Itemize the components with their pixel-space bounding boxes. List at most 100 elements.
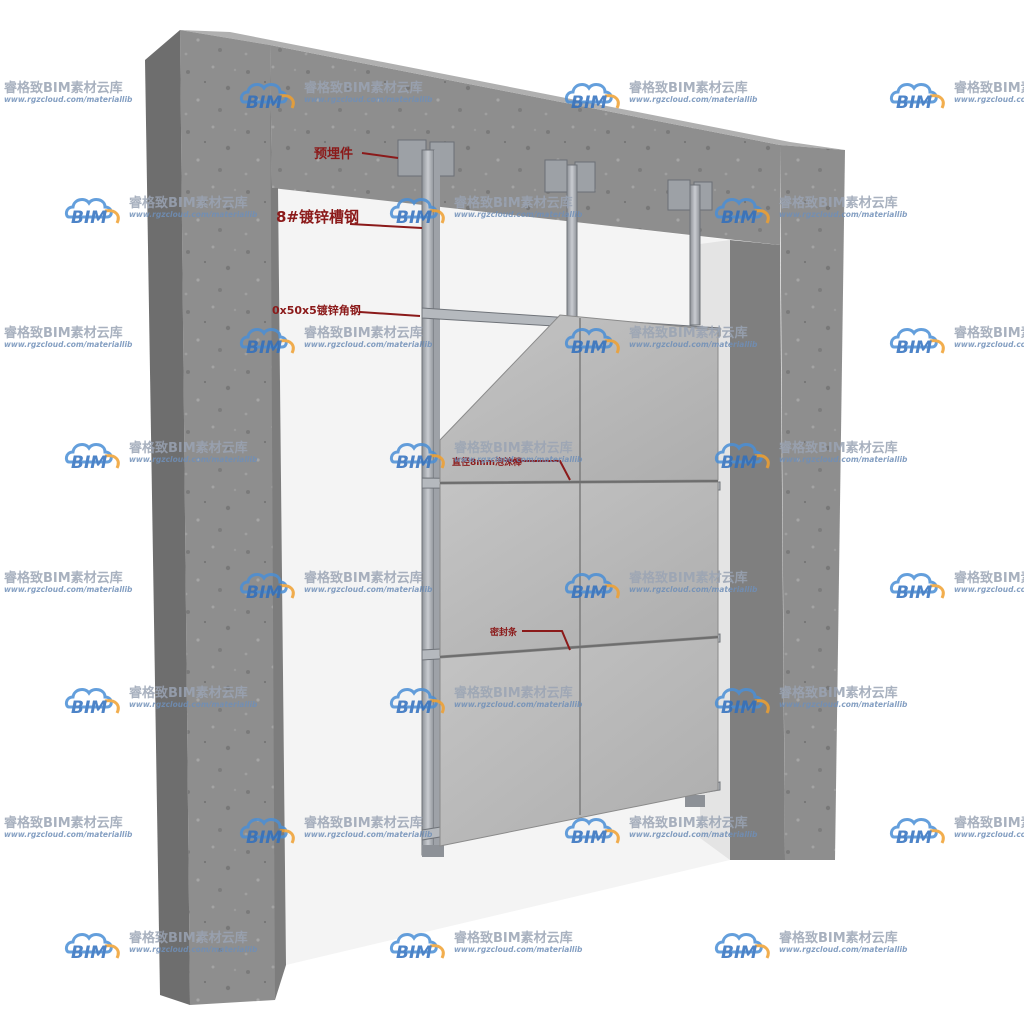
watermark-brand: 睿格致BIM素材云库 (779, 195, 898, 211)
watermark-url: www.rgzcloud.com/materiallib (629, 340, 758, 349)
logo-swoosh-icon (429, 699, 445, 714)
watermark: BIM 睿格致BIM素材云库www.rgzcloud.com/materialli… (714, 930, 908, 963)
logo-swoosh-icon (104, 454, 120, 469)
logo-swoosh-icon (929, 339, 945, 354)
watermark: BIM睿格致BIM素材云库www.rgzcloud.com/materialli… (64, 195, 258, 228)
watermark-brand: 睿格致BIM素材云库 (779, 685, 898, 701)
watermark-url: www.rgzcloud.com/materiallib (779, 210, 908, 219)
watermark-logo-text: BIM (71, 698, 107, 718)
logo-swoosh-icon (279, 94, 295, 109)
watermark-brand: 睿格致BIM素材云库 (4, 80, 123, 96)
watermark: BIM睿格致BIM素材云库www.rgzcloud.com/materialli… (889, 570, 1024, 603)
logo-swoosh-icon (604, 94, 620, 109)
watermark-url: www.rgzcloud.com/materiallib (4, 340, 133, 349)
watermark-logo-text: BIM (71, 453, 107, 473)
logo-swoosh-icon (754, 209, 770, 224)
watermark-url: www.rgzcloud.com/materiallib (454, 945, 583, 954)
watermark-url: www.rgzcloud.com/materiallib (779, 455, 908, 464)
cladding-panels (439, 314, 719, 847)
watermark-brand: 睿格致BIM素材云库 (4, 570, 123, 586)
watermark-logo-text: BIM (396, 943, 432, 963)
watermark-brand: 睿格致BIM素材云库 (129, 930, 248, 946)
watermark-logo-text: BIM (246, 828, 282, 848)
logo-swoosh-icon (279, 829, 295, 844)
watermark-logo-text: BIM (71, 943, 107, 963)
watermark-url: www.rgzcloud.com/materiallib (4, 585, 133, 594)
watermark-url: www.rgzcloud.com/materiallib (4, 830, 133, 839)
watermark-url: www.rgzcloud.com/materiallib (779, 945, 908, 954)
watermark: BIM睿格致BIM素材云库www.rgzcloud.com/materialli… (389, 440, 583, 473)
logo-swoosh-icon (929, 584, 945, 599)
watermark-logo-text: BIM (896, 828, 932, 848)
watermark: BIM睿格致BIM素材云库www.rgzcloud.com/materialli… (4, 80, 133, 104)
logo-swoosh-icon (279, 584, 295, 599)
watermark-url: www.rgzcloud.com/materiallib (954, 95, 1024, 104)
watermark-logo-text: BIM (246, 583, 282, 603)
logo-swoosh-icon (604, 829, 620, 844)
watermark-brand: 睿格致BIM素材云库 (129, 440, 248, 456)
watermark-logo-text: BIM (896, 583, 932, 603)
watermark-brand: 睿格致BIM素材云库 (779, 930, 898, 946)
watermark-brand: 睿格致BIM素材云库 (779, 440, 898, 456)
logo-swoosh-icon (604, 584, 620, 599)
watermark-url: www.rgzcloud.com/materiallib (454, 210, 583, 219)
watermark: BIM睿格致BIM素材云库www.rgzcloud.com/materialli… (714, 440, 908, 473)
watermark: BIM睿格致BIM素材云库www.rgzcloud.com/materialli… (239, 80, 433, 113)
watermark-logo-text: BIM (896, 338, 932, 358)
logo-swoosh-icon (929, 94, 945, 109)
watermark: BIM睿格致BIM素材云库www.rgzcloud.com/materialli… (4, 570, 133, 594)
watermark-logo-text: BIM (721, 208, 757, 228)
logo-swoosh-icon (754, 944, 770, 959)
watermark: BIM睿格致BIM素材云库www.rgzcloud.com/materialli… (889, 815, 1024, 848)
watermark: BIM睿格致BIM素材云库www.rgzcloud.com/materialli… (4, 815, 133, 839)
logo-swoosh-icon (279, 339, 295, 354)
watermark: BIM睿格致BIM素材云库www.rgzcloud.com/materialli… (564, 80, 758, 113)
watermark-brand: 睿格致BIM素材云库 (304, 325, 423, 341)
watermark-logo-text: BIM (721, 943, 757, 963)
watermark-brand: 睿格致BIM素材云库 (954, 570, 1024, 586)
watermark-logo-text: BIM (396, 208, 432, 228)
watermark-logo-text: BIM (71, 208, 107, 228)
watermark-brand: 睿格致BIM素材云库 (454, 685, 573, 701)
watermark: BIM 睿格致BIM素材云库www.rgzcloud.com/materialli… (564, 325, 758, 358)
watermark: BIM 睿格致BIM素材云库www.rgzcloud.com/materialli… (64, 930, 258, 963)
watermark-logo-text: BIM (246, 338, 282, 358)
watermark-logo-text: BIM (571, 338, 607, 358)
watermark-url: www.rgzcloud.com/materiallib (779, 700, 908, 709)
watermark-brand: 睿格致BIM素材云库 (454, 195, 573, 211)
watermark-brand: 睿格致BIM素材云库 (629, 815, 748, 831)
label-foam-rod: 直径8mm泡沫棒 (452, 456, 523, 468)
label-angle-steel: 0x50x5镀锌角钢 (272, 303, 361, 317)
watermark-url: www.rgzcloud.com/materiallib (304, 585, 433, 594)
watermark-url: www.rgzcloud.com/materiallib (304, 340, 433, 349)
watermark: BIM 睿格致BIM素材云库www.rgzcloud.com/materialli… (389, 195, 583, 228)
watermark-brand: 睿格致BIM素材云库 (629, 80, 748, 96)
watermark-logo-text: BIM (396, 698, 432, 718)
logo-swoosh-icon (604, 339, 620, 354)
callout-labels: 预埋件 8#镀锌槽钢 0x50x5镀锌角钢 直径8mm泡沫棒 密封条 (272, 146, 523, 638)
watermark-brand: 睿格致BIM素材云库 (304, 570, 423, 586)
watermark-logo-text: BIM (246, 93, 282, 113)
watermark-layer: BIM睿格致BIM素材云库www.rgzcloud.com/materialli… (4, 80, 1024, 963)
watermark-url: www.rgzcloud.com/materiallib (129, 945, 258, 954)
watermark-brand: 睿格致BIM素材云库 (4, 325, 123, 341)
watermark-url: www.rgzcloud.com/materiallib (129, 700, 258, 709)
watermark-brand: 睿格致BIM素材云库 (629, 325, 748, 341)
watermark: BIM睿格致BIM素材云库www.rgzcloud.com/materialli… (64, 440, 258, 473)
watermark-url: www.rgzcloud.com/materiallib (954, 830, 1024, 839)
watermark-url: www.rgzcloud.com/materiallib (304, 95, 433, 104)
label-sealing-strip: 密封条 (489, 626, 518, 638)
watermark-logo-text: BIM (571, 583, 607, 603)
watermark: BIM睿格致BIM素材云库www.rgzcloud.com/materialli… (64, 685, 258, 718)
logo-swoosh-icon (929, 829, 945, 844)
watermark-url: www.rgzcloud.com/materiallib (629, 830, 758, 839)
watermark: BIM睿格致BIM素材云库www.rgzcloud.com/materialli… (889, 80, 1024, 113)
watermark: BIM睿格致BIM素材云库www.rgzcloud.com/materialli… (714, 685, 908, 718)
callout-leaders (349, 152, 571, 651)
label-embedded-part: 预埋件 (314, 146, 353, 162)
logo-swoosh-icon (104, 209, 120, 224)
watermark-url: www.rgzcloud.com/materiallib (454, 455, 583, 464)
watermark-url: www.rgzcloud.com/materiallib (129, 210, 258, 219)
watermark-url: www.rgzcloud.com/materiallib (4, 95, 133, 104)
watermark-brand: 睿格致BIM素材云库 (304, 815, 423, 831)
